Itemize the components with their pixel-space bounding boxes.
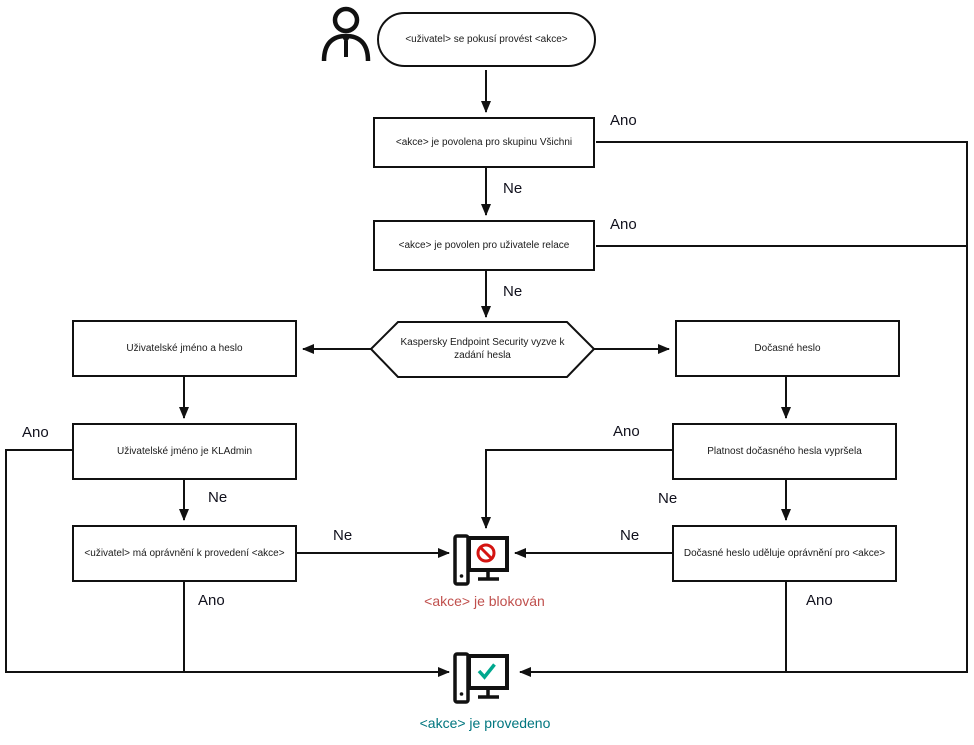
blocked-computer-icon xyxy=(453,534,509,586)
edge-expired-blocked xyxy=(481,449,672,529)
edge-label-ne: Ne xyxy=(503,283,523,300)
done-result-label: <akce> je provedeno xyxy=(419,715,551,731)
prompt-hexagon xyxy=(369,321,596,378)
edge-label-ano: Ano xyxy=(22,424,49,441)
edge-label-ne: Ne xyxy=(658,490,678,507)
edge-kladmin-done xyxy=(5,449,450,677)
edge-label-ne: Ne xyxy=(333,527,353,544)
node-allowed-session: <akce> je povolen pro uživatele relace xyxy=(373,220,595,271)
node-temp-grants: Dočasné heslo uděluje oprávnění pro <akc… xyxy=(672,525,897,582)
edge-label-ano: Ano xyxy=(610,112,637,129)
node-user-has-permission: <uživatel> má oprávnění k provedení <akc… xyxy=(72,525,297,582)
node-prompt: Kaspersky Endpoint Security vyzve k zadá… xyxy=(400,336,565,362)
node-temp-password: Dočasné heslo xyxy=(675,320,900,377)
edge-label-ne: Ne xyxy=(208,489,228,506)
node-temp-expired: Platnost dočasného hesla vypršela xyxy=(672,423,897,480)
success-computer-icon xyxy=(453,652,509,704)
node-allowed-group: <akce> je povolena pro skupinu Všichni xyxy=(373,117,595,168)
blocked-result-label: <akce> je blokován xyxy=(424,593,545,609)
edge-label-ano: Ano xyxy=(806,592,833,609)
edge-allowed-group-done xyxy=(519,141,968,677)
node-username-password: Uživatelské jméno a heslo xyxy=(72,320,297,377)
edge-label-ne: Ne xyxy=(620,527,640,544)
edge-label-ano: Ano xyxy=(613,423,640,440)
node-start: <uživatel> se pokusí provést <akce> xyxy=(377,12,596,67)
edge-label-ne: Ne xyxy=(503,180,523,197)
edge-label-ano: Ano xyxy=(198,592,225,609)
person-icon xyxy=(321,6,371,62)
node-username-kladmin: Uživatelské jméno je KLAdmin xyxy=(72,423,297,480)
edge-label-ano: Ano xyxy=(610,216,637,233)
